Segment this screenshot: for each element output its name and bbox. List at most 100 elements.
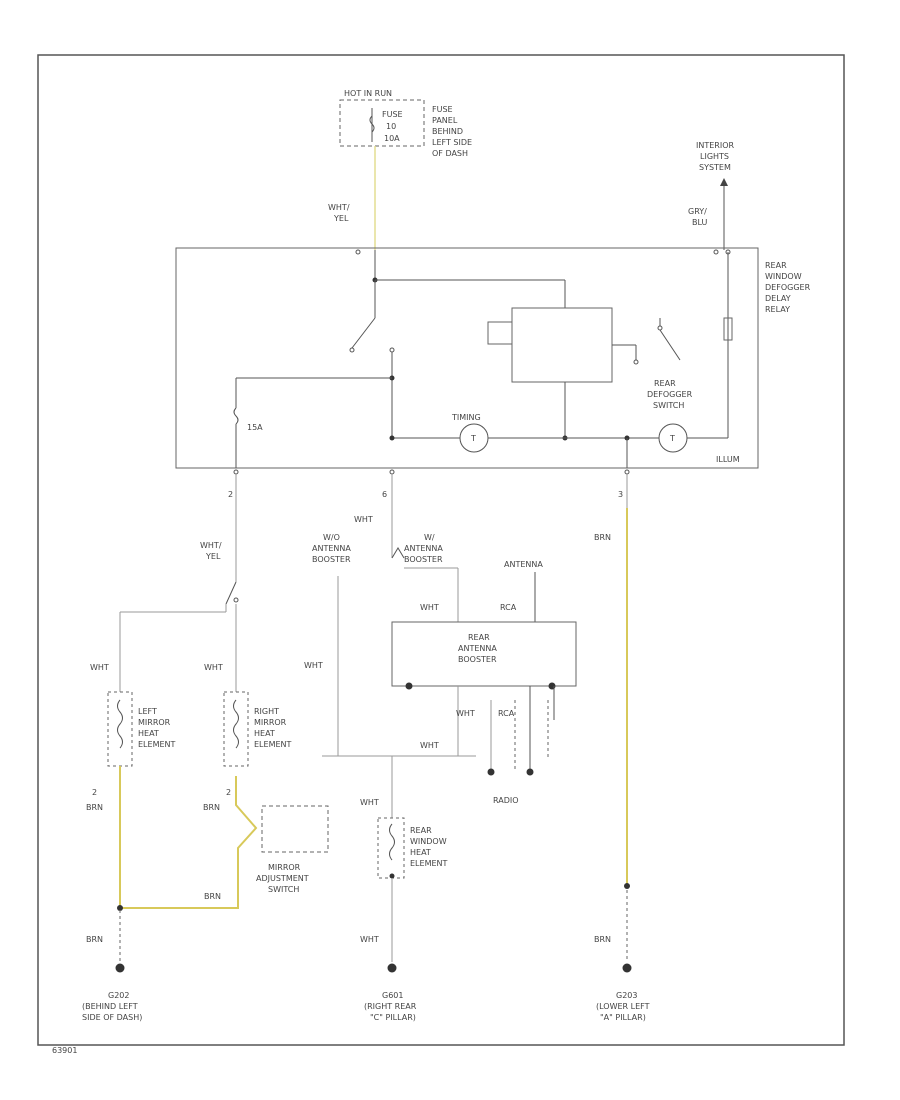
rear-window-label-2: WINDOW xyxy=(410,837,447,846)
out-center-color: WHT xyxy=(354,515,373,524)
right-mirror-label-4: ELEMENT xyxy=(254,740,292,749)
right-mirror-label-3: HEAT xyxy=(254,729,275,738)
radio-label: RADIO xyxy=(493,796,519,805)
right-mirror-label-1: RIGHT xyxy=(254,707,279,716)
relay-illum-label: ILLUM xyxy=(716,455,740,464)
w-booster-label-1: W/ xyxy=(424,533,435,542)
pin-right-mirror: 2 xyxy=(226,788,231,797)
fuse-block: HOT IN RUN FUSE 10 10A FUSE PANEL BEHIND… xyxy=(339,89,472,158)
right-mirror-feed-color: WHT xyxy=(204,663,223,672)
fuse-line1: FUSE xyxy=(382,110,403,119)
rear-window-heat-element: REAR WINDOW HEAT ELEMENT xyxy=(377,817,448,879)
interior-lights-system: INTERIOR LIGHTS SYSTEM GRY/ BLU xyxy=(688,141,735,250)
w-booster-label-2: ANTENNA xyxy=(404,544,443,553)
rear-window-label-4: ELEMENT xyxy=(410,859,448,868)
radio-rca-color: RCA xyxy=(498,709,515,718)
left-mirror-gnd-color: BRN xyxy=(86,803,103,812)
booster-rca-color: RCA xyxy=(500,603,517,612)
g601-label-1: G601 xyxy=(382,991,403,1000)
fuse-line3: 10A xyxy=(384,134,400,143)
rear-booster-label-2: ANTENNA xyxy=(458,644,497,653)
left-mirror-label-1: LEFT xyxy=(138,707,157,716)
out-left-color-2: YEL xyxy=(205,552,221,561)
fuse-header: HOT IN RUN xyxy=(344,89,392,98)
defogger-switch-label-2: DEFOGGER xyxy=(647,390,693,399)
rear-booster-label-1: REAR xyxy=(468,633,490,642)
left-mirror-label-3: HEAT xyxy=(138,729,159,738)
w-booster-label-3: BOOSTER xyxy=(404,555,443,564)
relay-name-5: RELAY xyxy=(765,305,790,314)
mirror-adjustment-switch: MIRROR ADJUSTMENT SWITCH xyxy=(256,805,329,894)
fm-booster-label-1: W/O xyxy=(323,533,340,542)
g203-label-3: "A" PILLAR) xyxy=(600,1013,646,1022)
fuse-feed-color-2: YEL xyxy=(333,214,349,223)
defogger-switch-label-3: SWITCH xyxy=(653,401,684,410)
mirror-switch-gnd-color: BRN xyxy=(204,892,221,901)
booster-in-color: WHT xyxy=(420,603,439,612)
relay-fuse-label: 15A xyxy=(247,423,263,432)
pin-out-right: 3 xyxy=(618,490,623,499)
fuse-location-3: BEHIND xyxy=(432,127,463,136)
fuse-line2: 10 xyxy=(386,122,396,131)
left-mirror-heat-element: LEFT MIRROR HEAT ELEMENT xyxy=(107,691,176,767)
interior-feed-color-1: GRY/ xyxy=(688,207,707,216)
g203-label-1: G203 xyxy=(616,991,637,1000)
bus-color: WHT xyxy=(420,741,439,750)
pin-out-center: 6 xyxy=(382,490,387,499)
g202-label-3: SIDE OF DASH) xyxy=(82,1013,142,1022)
ground-g203 xyxy=(622,963,632,973)
g202-feed-color: BRN xyxy=(86,935,103,944)
fuse-location-4: LEFT SIDE xyxy=(432,138,472,147)
right-mirror-label-2: MIRROR xyxy=(254,718,287,727)
figure-code: 63901 xyxy=(52,1046,77,1055)
mirror-switch-label-1: MIRROR xyxy=(268,863,301,872)
fuse-location-1: FUSE xyxy=(432,105,453,114)
ground-g202 xyxy=(115,963,125,973)
svg-text:T: T xyxy=(470,434,476,443)
relay-name-2: WINDOW xyxy=(765,272,802,281)
fuse-feed-color-1: WHT/ xyxy=(328,203,350,212)
svg-text:T: T xyxy=(669,434,675,443)
defogger-delay-relay: REAR WINDOW DEFOGGER DELAY RELAY 15A xyxy=(175,247,811,475)
fm-booster-label-2: ANTENNA xyxy=(312,544,351,553)
mirror-switch-label-3: SWITCH xyxy=(268,885,299,894)
g601-label-2: (RIGHT REAR xyxy=(364,1002,417,1011)
rear-booster-label-3: BOOSTER xyxy=(458,655,497,664)
pin-left-mirror: 2 xyxy=(92,788,97,797)
relay-name-1: REAR xyxy=(765,261,787,270)
g601-feed-color: WHT xyxy=(360,935,379,944)
rear-heat-feed-color: WHT xyxy=(360,798,379,807)
rear-window-label-1: REAR xyxy=(410,826,432,835)
fuse-location-2: PANEL xyxy=(432,116,458,125)
pin-out-left: 2 xyxy=(228,490,233,499)
interior-lights-label-1: INTERIOR xyxy=(696,141,735,150)
booster-left-color: WHT xyxy=(304,661,323,670)
g202-label-2: (BEHIND LEFT xyxy=(82,1002,138,1011)
mirror-switch-label-2: ADJUSTMENT xyxy=(256,874,309,883)
g601-label-3: "C" PILLAR) xyxy=(370,1013,416,1022)
relay-name-4: DELAY xyxy=(765,294,791,303)
relay-timing-label: TIMING xyxy=(451,413,481,422)
fuse-location-5: OF DASH xyxy=(432,149,468,158)
fm-booster-label-3: BOOSTER xyxy=(312,555,351,564)
left-mirror-feed-color: WHT xyxy=(90,663,109,672)
ground-g601 xyxy=(387,963,397,973)
out-left-color-1: WHT/ xyxy=(200,541,222,550)
g203-label-2: (LOWER LEFT xyxy=(596,1002,650,1011)
out-right-color: BRN xyxy=(594,533,611,542)
right-mirror-heat-element: RIGHT MIRROR HEAT ELEMENT xyxy=(223,691,292,767)
rear-window-label-3: HEAT xyxy=(410,848,431,857)
rear-antenna-booster: REAR ANTENNA BOOSTER xyxy=(391,621,577,690)
interior-feed-color-2: BLU xyxy=(692,218,708,227)
antenna-label: ANTENNA xyxy=(504,560,543,569)
diagram-frame xyxy=(37,54,845,1046)
radio-wht-color: WHT xyxy=(456,709,475,718)
left-mirror-label-4: ELEMENT xyxy=(138,740,176,749)
interior-lights-label-2: LIGHTS xyxy=(700,152,729,161)
g203-feed-color: BRN xyxy=(594,935,611,944)
defogger-switch-label-1: REAR xyxy=(654,379,676,388)
interior-lights-label-3: SYSTEM xyxy=(699,163,731,172)
right-mirror-gnd-color: BRN xyxy=(203,803,220,812)
left-mirror-label-2: MIRROR xyxy=(138,718,171,727)
